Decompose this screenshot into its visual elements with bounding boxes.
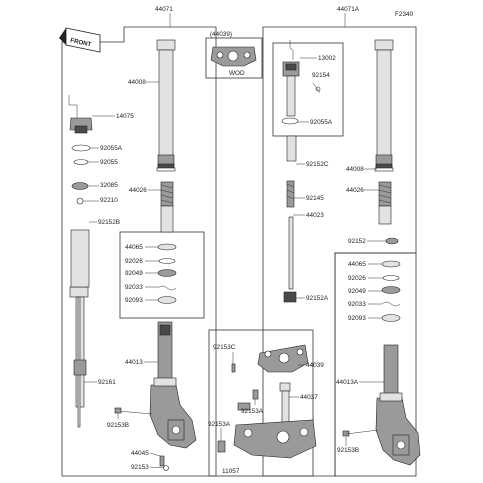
part-label: 92093	[348, 315, 366, 322]
upper-triple-clamp	[231, 344, 309, 373]
part-label: 44008	[346, 166, 364, 173]
left-fork-frame	[61, 26, 217, 477]
figure-code: F2340	[395, 11, 414, 18]
cartridge-rod-left	[160, 205, 174, 233]
adjuster-left	[68, 95, 93, 205]
part-label: 92153B	[107, 422, 129, 429]
front-direction-arrow: FRONT	[59, 27, 101, 53]
part-label: 92033	[125, 284, 143, 291]
part-label: 92033	[348, 301, 366, 308]
part-label: 92026	[348, 275, 366, 282]
part-label: 92153A	[241, 408, 264, 415]
group-label-inset: (44039)	[210, 31, 232, 38]
part-label: 92049	[348, 288, 366, 295]
part-label: 92153A	[208, 421, 231, 428]
part-label: 44026	[129, 187, 147, 194]
part-label: 92210	[100, 197, 118, 204]
center-cap-subframe	[272, 42, 344, 137]
front-tag-text: FRONT	[70, 37, 93, 48]
part-label: 92055A	[310, 119, 333, 126]
part-label: 92152	[348, 238, 366, 245]
spring-left	[160, 181, 174, 207]
wod-top-clamp: WOD	[210, 46, 257, 77]
part-label: 44026	[346, 187, 364, 194]
part-label: 44045	[131, 450, 149, 457]
fork-leg-right	[342, 344, 421, 466]
part-label: 92161	[98, 379, 116, 386]
wod-tag-text: WOD	[229, 70, 245, 77]
washers-right	[381, 260, 401, 322]
washers-left	[157, 243, 177, 304]
group-label-right: 44071A	[337, 6, 360, 13]
leader	[149, 452, 161, 457]
oil-lock-and-stanchion-left	[69, 229, 90, 428]
bolts-left	[114, 407, 169, 471]
part-label: 92153	[131, 464, 149, 471]
part-label: 44023	[306, 212, 324, 219]
leader	[149, 466, 165, 469]
part-label: 92049	[125, 270, 143, 277]
center-cap-assembly	[281, 40, 321, 303]
group-label-left: 44071	[155, 6, 173, 13]
part-label: 92152B	[98, 219, 120, 226]
outer-tube-right	[374, 39, 394, 172]
part-label: 44013A	[336, 379, 359, 386]
part-label: 92055A	[100, 145, 123, 152]
part-label: 44039	[306, 362, 324, 369]
part-label: 92093	[125, 297, 143, 304]
part-label: 44037	[300, 394, 318, 401]
part-label: 32085	[100, 182, 118, 189]
spring-right	[378, 181, 399, 245]
part-label: 92154	[312, 72, 330, 79]
part-label: 13002	[318, 55, 336, 62]
fork-leg-left	[149, 321, 197, 449]
part-label: 92055	[100, 159, 118, 166]
part-label: 14075	[116, 113, 134, 120]
part-label: 44013	[125, 359, 143, 366]
stem-and-lower-clamp	[217, 382, 317, 459]
part-label: 92026	[125, 258, 143, 265]
right-cartridge-subframe	[334, 252, 417, 477]
part-label: 92152C	[306, 161, 329, 168]
outer-tube-left	[156, 39, 176, 172]
part-label: 92152A	[306, 295, 329, 302]
part-label: 92153C	[213, 344, 236, 351]
part-label: 92153B	[337, 447, 359, 454]
part-label: 44065	[125, 244, 143, 251]
part-label: 44065	[348, 261, 366, 268]
steering-stem-frame	[208, 329, 314, 477]
wod-inset-frame	[205, 37, 263, 79]
part-label: 11057	[222, 468, 240, 475]
part-label: 92145	[306, 195, 324, 202]
part-label: 44008	[128, 79, 146, 86]
